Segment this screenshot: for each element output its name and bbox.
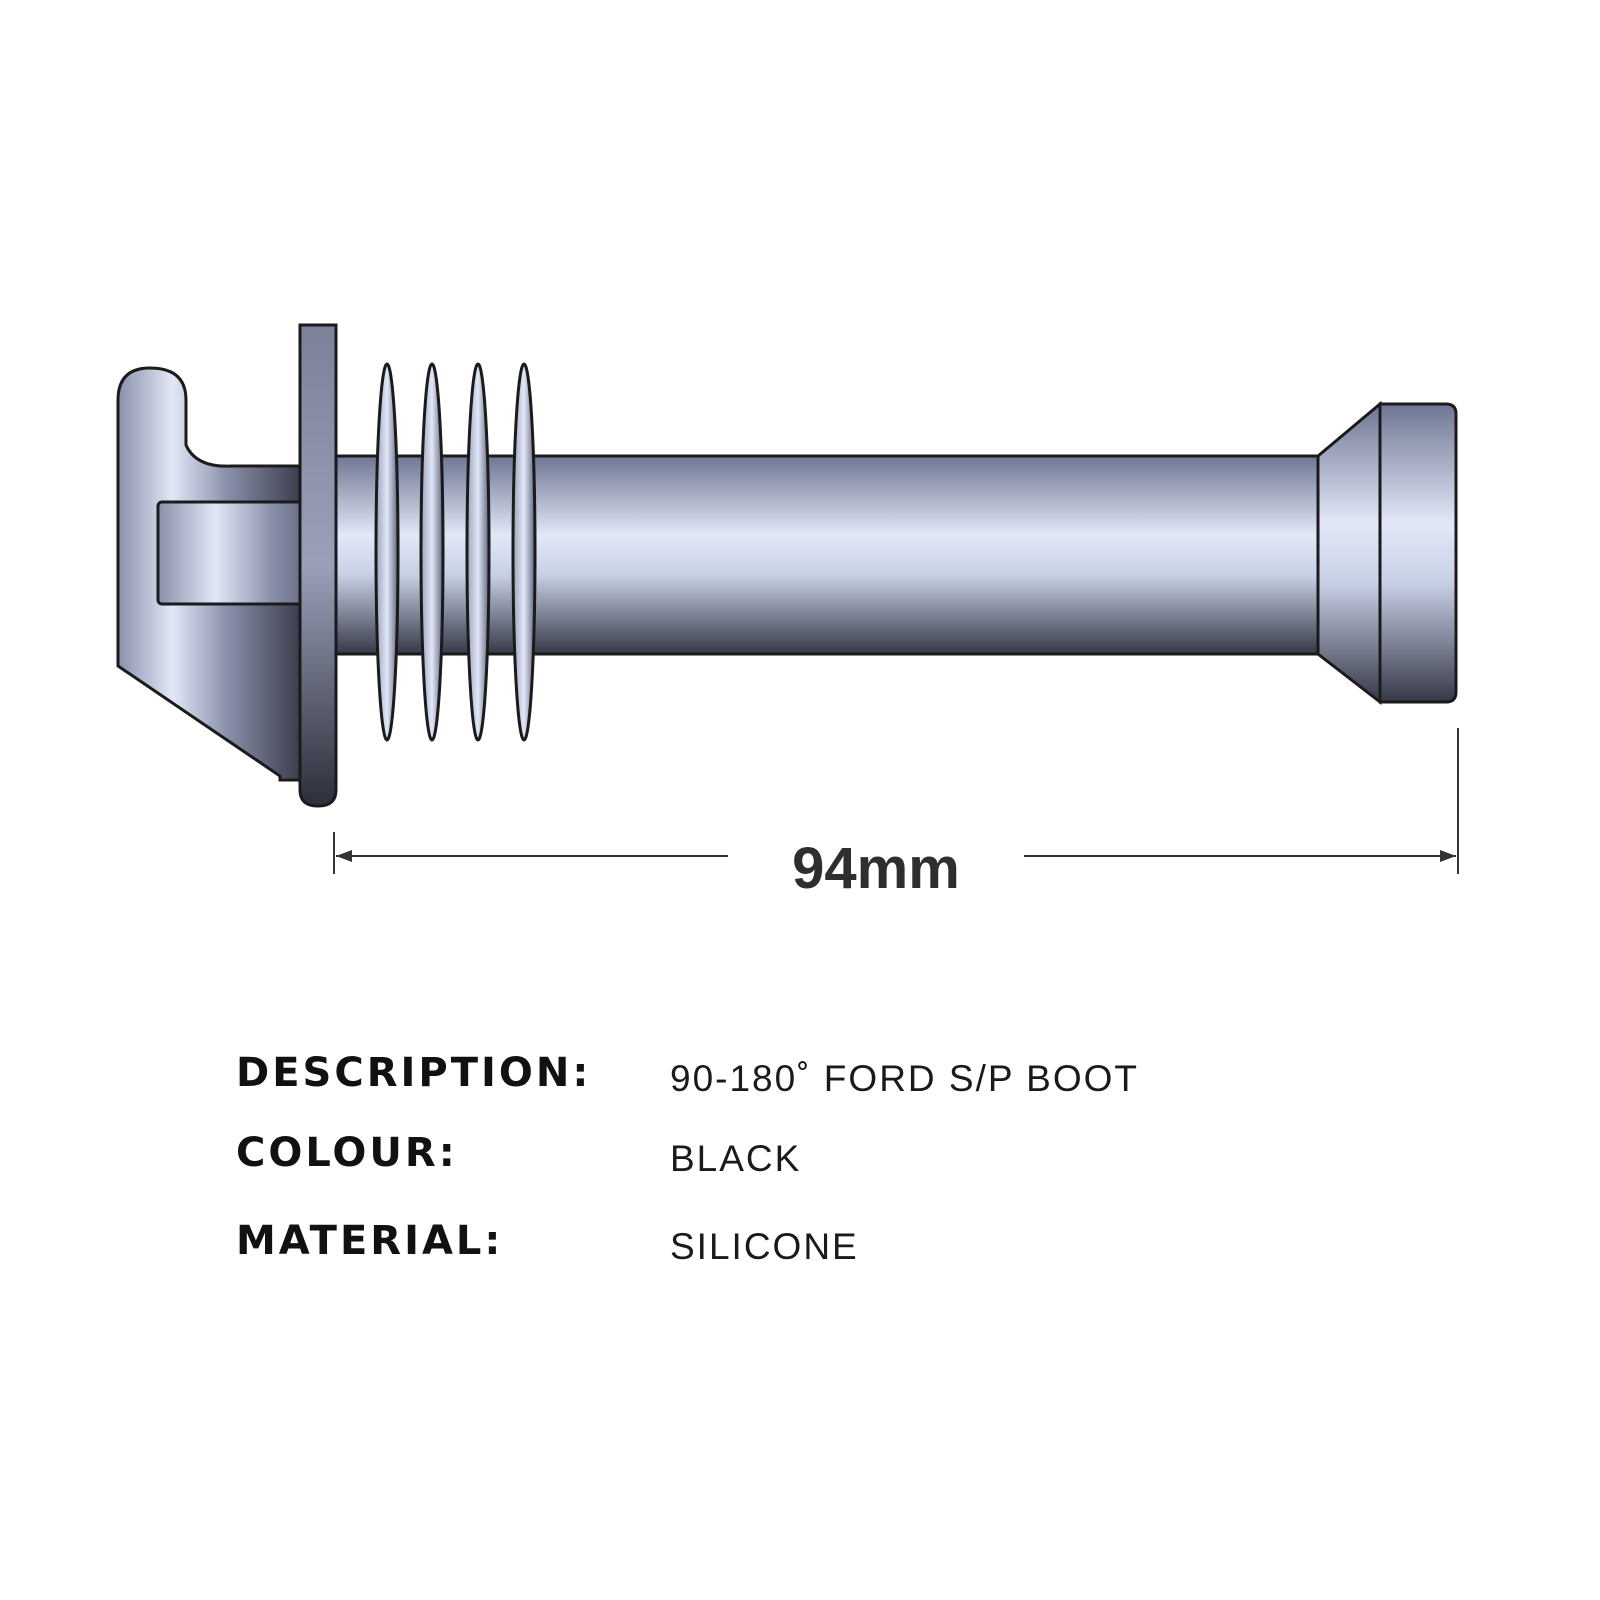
boot-flange — [298, 323, 338, 808]
spec-value: SILICONE — [670, 1226, 859, 1267]
spec-label: DESCRIPTION: — [236, 1050, 592, 1096]
spark-plug-boot-diagram: 94mm — [116, 323, 1459, 901]
spec-row-colour: COLOUR: BLACK — [236, 1130, 1436, 1210]
spec-value: 90-180˚ FORD S/P BOOT — [670, 1058, 1139, 1099]
boot-fins — [374, 362, 537, 742]
spec-label: MATERIAL: — [236, 1218, 504, 1264]
spec-label: COLOUR: — [236, 1130, 458, 1176]
spec-table: DESCRIPTION: 90-180˚ FORD S/P BOOT COLOU… — [236, 1050, 1436, 1290]
spec-value: BLACK — [670, 1138, 802, 1179]
spec-row-description: DESCRIPTION: 90-180˚ FORD S/P BOOT — [236, 1050, 1436, 1130]
dimension-length-label: 94mm — [792, 836, 960, 901]
spec-row-material: MATERIAL: SILICONE — [236, 1218, 1436, 1298]
dimension-line: 94mm — [333, 728, 1459, 901]
boot-end-cap — [1316, 400, 1458, 706]
